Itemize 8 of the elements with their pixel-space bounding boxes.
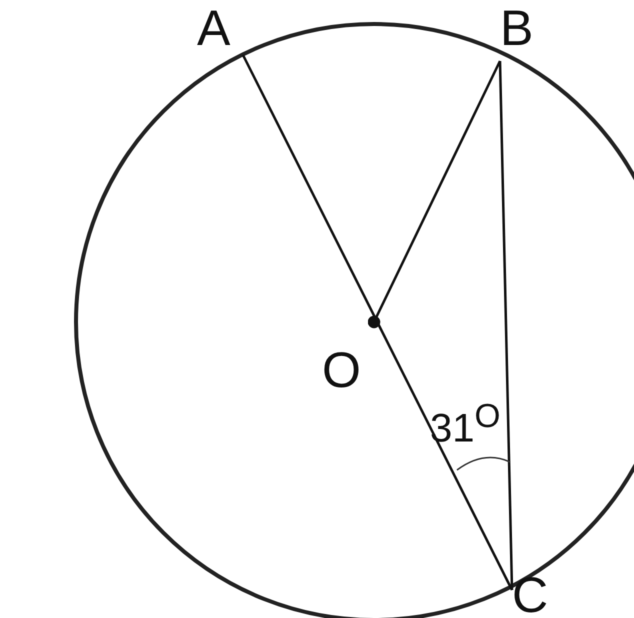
line-segment [242,54,514,591]
point-label: A [197,3,230,53]
angle-label: 31$^{O}$ [430,397,500,452]
point-label: O [322,345,361,395]
point-label: B [500,3,534,53]
line-segment [368,60,502,328]
line-segment [498,60,514,590]
point-label: C [512,570,548,618]
